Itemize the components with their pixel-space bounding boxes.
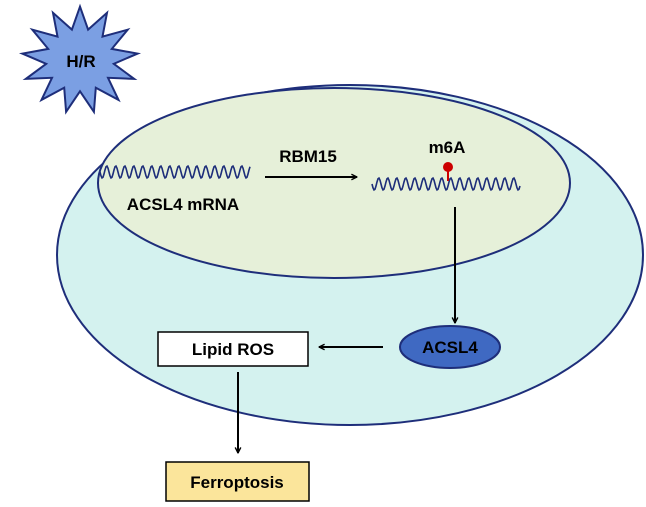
acsl4-mrna-wave — [99, 164, 251, 180]
nucleus — [97, 87, 571, 279]
rbm15-label: RBM15 — [279, 147, 337, 166]
stimulus-starburst: H/R — [18, 3, 142, 115]
m6a-mrna-wave — [371, 176, 521, 192]
lipid-ros-label: Lipid ROS — [192, 340, 274, 359]
stimulus-label: H/R — [66, 52, 95, 71]
acsl4-mrna-label: ACSL4 mRNA — [127, 195, 239, 214]
ferroptosis-label: Ferroptosis — [190, 473, 284, 492]
m6a-label: m6A — [429, 138, 466, 157]
ferroptosis-box — [165, 461, 310, 502]
m6a-mark — [443, 162, 453, 181]
acsl4-protein — [399, 325, 501, 369]
lipid-ros-box — [157, 331, 309, 367]
acsl4-protein-label: ACSL4 — [422, 338, 478, 357]
